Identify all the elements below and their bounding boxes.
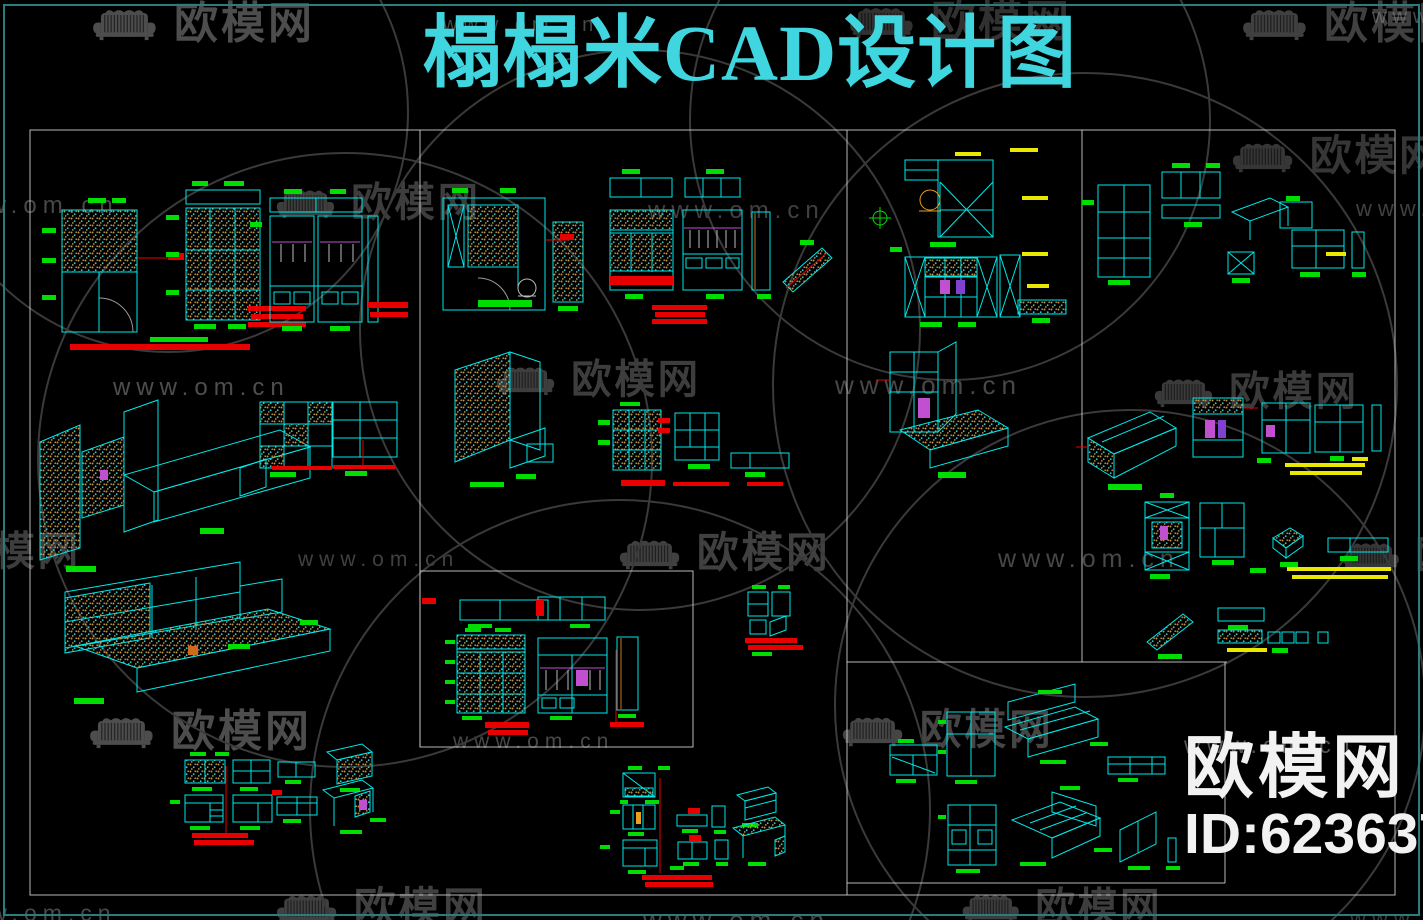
sofa-icon (93, 10, 156, 41)
watermark-brand-text: 欧模网 (1309, 133, 1423, 180)
sofa-icon (1232, 143, 1293, 173)
watermark-brand: 欧模网 (1228, 136, 1423, 178)
watermark-url: www.om.cn (1356, 196, 1423, 221)
watermark-url: www.om.cn (443, 14, 600, 36)
watermark-url: www.om.cn (1372, 6, 1423, 28)
watermark-brand-text: 欧模网 (931, 0, 1072, 46)
sofa-icon (496, 367, 555, 396)
watermark-brand-text: 欧模网 (1324, 0, 1423, 48)
sofa-icon (850, 8, 913, 39)
watermark-url: www.om.cn (835, 370, 1022, 400)
watermark-brand: 欧模网 (1238, 2, 1423, 46)
watermark-url: www.om.cn (1184, 732, 1356, 758)
page-title: 榻榻米CAD设计图 (423, 11, 1078, 98)
watermark-brand: 欧模网 (838, 710, 1054, 752)
sofa-icon (276, 895, 337, 920)
watermark-brand-text: 欧模网 (174, 0, 315, 48)
watermark-brand: 欧模网 (615, 533, 831, 575)
sofa-icon (619, 540, 680, 570)
watermark-brand: 欧模网 (845, 0, 1072, 44)
badge-brand-text: 欧模网 (1184, 728, 1406, 806)
watermark-brand: 欧模网 (88, 2, 315, 46)
watermark-brand-text: 欧模网 (171, 707, 312, 756)
watermark-url: www.om.cn (1350, 906, 1423, 920)
id-badge: 欧模网 ID:623637 (1184, 732, 1423, 863)
badge-id-text: ID:623637 (1184, 802, 1423, 866)
watermark-brand: 欧模网 (492, 360, 701, 400)
watermark-brand-text: 欧模网 (919, 707, 1054, 754)
watermark-brand-text: 欧模网 (696, 530, 831, 577)
watermark-url: www.om.cn (298, 548, 460, 571)
watermark-url: www.om.cn (643, 905, 830, 920)
watermark-brand-text: 欧模网 (571, 357, 701, 403)
sofa-icon (842, 717, 903, 747)
sofa-icon (1243, 10, 1306, 41)
watermark-url: www.om.cn (113, 374, 290, 401)
sofa-icon (90, 718, 153, 749)
watermark-brand: 欧模网 (85, 710, 312, 754)
